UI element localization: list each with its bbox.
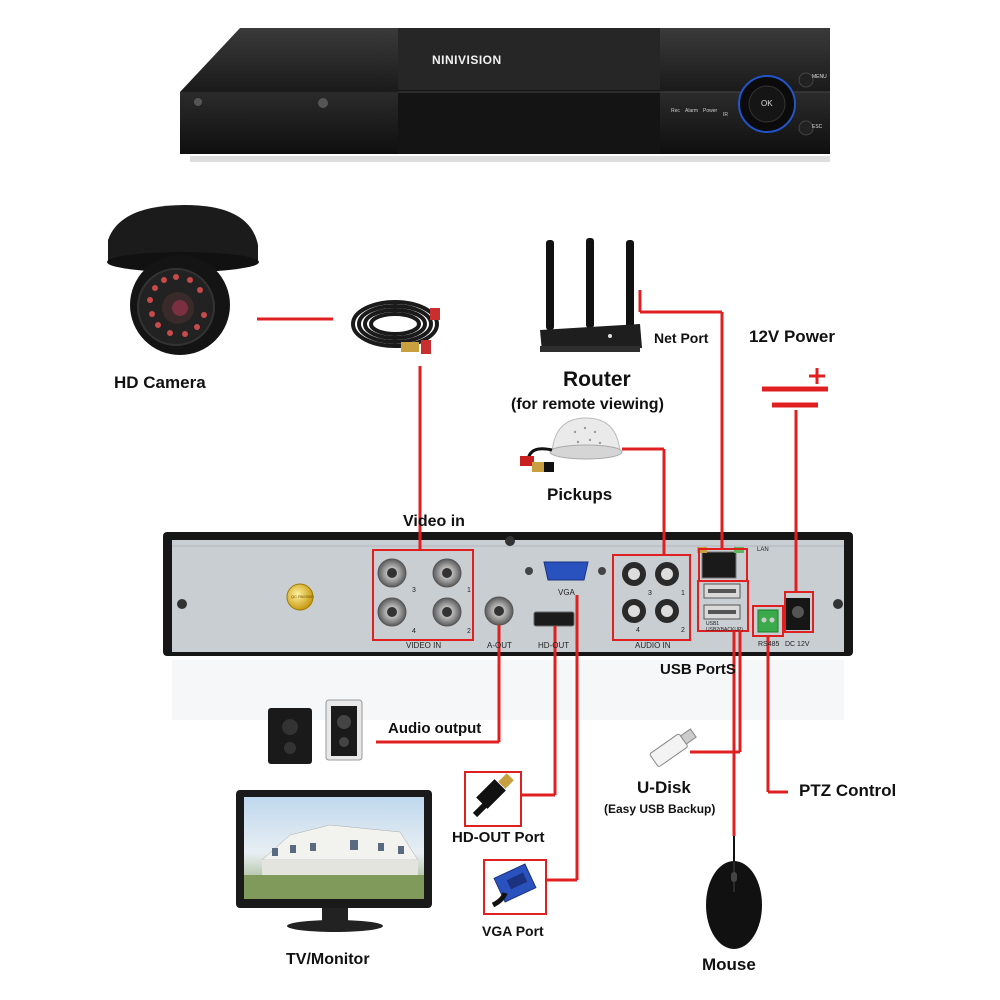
video-port-number: 2 bbox=[467, 628, 471, 635]
rear-label-audio-in: AUDIO IN bbox=[635, 641, 671, 650]
label-video-in: Video in bbox=[403, 513, 465, 530]
tv-monitor-icon bbox=[236, 790, 432, 932]
rear-label-dc12v: DC 12V bbox=[785, 641, 810, 648]
audio-in-ports bbox=[622, 562, 679, 623]
brand-logo-text: NINIVISION bbox=[432, 53, 502, 67]
video-port-number: 1 bbox=[467, 587, 471, 594]
label-pickups: Pickups bbox=[547, 485, 613, 504]
label-mouse: Mouse bbox=[702, 955, 756, 974]
hdmi-cable-icon bbox=[472, 773, 514, 818]
video-port-number: 4 bbox=[412, 628, 416, 635]
indicator-alarm: Alarm bbox=[685, 108, 699, 114]
hd-out-rear-port bbox=[533, 611, 575, 627]
label-router-sub: (for remote viewing) bbox=[511, 396, 664, 413]
qc-badge-text: QC PASSED bbox=[291, 594, 315, 599]
label-12v-power: 12V Power bbox=[749, 327, 835, 346]
speakers-icon bbox=[268, 699, 363, 764]
rear-label-hd-out: HD-OUT bbox=[538, 641, 570, 650]
label-router: Router bbox=[563, 368, 631, 391]
vga-cable-icon bbox=[491, 863, 537, 908]
video-port-number: 3 bbox=[412, 587, 416, 594]
audio-port-number: 2 bbox=[681, 627, 685, 634]
pickup-microphone-icon bbox=[520, 417, 623, 472]
lan-rear-port bbox=[701, 551, 737, 579]
audio-port-number: 3 bbox=[648, 590, 652, 597]
esc-button-label: ESC bbox=[812, 124, 823, 130]
rear-label-lan: LAN bbox=[757, 547, 769, 553]
label-audio-output: Audio output bbox=[388, 720, 482, 737]
highlight-boxes bbox=[372, 548, 814, 915]
indicator-rec: Rec bbox=[671, 108, 680, 114]
mouse-icon bbox=[706, 836, 762, 949]
rear-label-a-out: A-OUT bbox=[487, 641, 512, 650]
usb-stick-icon bbox=[649, 728, 697, 767]
indicator-power: Power bbox=[703, 108, 718, 114]
hd-camera-icon bbox=[107, 205, 259, 355]
label-u-disk-sub: (Easy USB Backup) bbox=[604, 802, 716, 816]
label-hd-camera: HD Camera bbox=[114, 373, 206, 392]
audio-port-number: 1 bbox=[681, 590, 685, 597]
qc-sticker-icon bbox=[286, 583, 314, 611]
dc-power-symbol-icon bbox=[762, 368, 828, 408]
label-vga-port: VGA Port bbox=[482, 923, 544, 939]
ir-label: IR bbox=[723, 112, 728, 118]
rear-label-video-in: VIDEO IN bbox=[406, 641, 442, 650]
label-tv-monitor: TV/Monitor bbox=[286, 951, 370, 968]
label-hd-out-port: HD-OUT Port bbox=[452, 829, 545, 846]
video-in-ports bbox=[377, 558, 462, 627]
dvr-front-unit bbox=[0, 28, 1000, 230]
label-net-port: Net Port bbox=[654, 330, 709, 346]
rear-label-vga: VGA bbox=[558, 588, 575, 597]
ok-button-label: OK bbox=[761, 99, 773, 108]
router-icon bbox=[540, 238, 642, 352]
label-usb-ports: USB PortS bbox=[660, 661, 736, 678]
rs485-terminal bbox=[757, 609, 779, 633]
connector-lines bbox=[257, 290, 798, 882]
rear-label-usb1: USB1 bbox=[706, 621, 720, 627]
cable-coil-icon bbox=[351, 300, 440, 354]
rear-label-rs485: RS485 bbox=[758, 641, 780, 648]
label-ptz-control: PTZ Control bbox=[799, 781, 897, 800]
vga-rear-port bbox=[543, 561, 589, 581]
label-u-disk: U-Disk bbox=[637, 778, 691, 797]
rear-label-usb2: USB2(BACKUP) bbox=[706, 627, 743, 633]
dvr-rear-panel bbox=[163, 532, 853, 720]
menu-button-label: MENU bbox=[812, 74, 827, 80]
audio-port-number: 4 bbox=[636, 627, 640, 634]
